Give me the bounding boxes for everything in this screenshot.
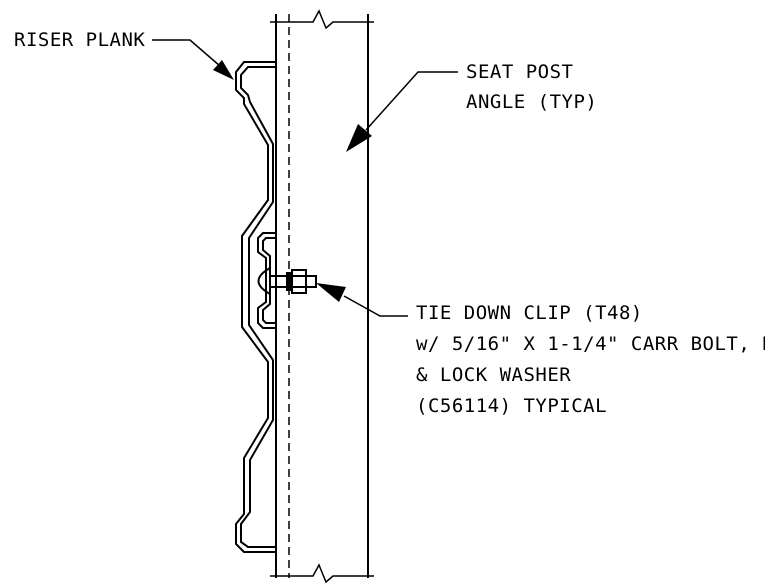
seat-post-leader-line	[365, 71, 458, 131]
seat-post-angle	[270, 9, 374, 584]
seat-post-label-line-2: ANGLE (TYP)	[466, 91, 597, 113]
carriage-bolt-head	[257, 267, 271, 295]
tie-down-label-line-1: TIE DOWN CLIP (T48)	[416, 302, 643, 324]
tie-down-clip-outer	[257, 232, 276, 329]
seat-post-top-break-line	[270, 9, 374, 30]
riser-plank-section	[235, 61, 276, 553]
seat-post-leader	[346, 71, 458, 152]
tie-down-label-line-3: & LOCK WASHER	[416, 364, 571, 386]
riser-plank-arrowhead	[213, 60, 234, 80]
hex-nut	[291, 269, 307, 294]
tie-down-label-line-2: w/ 5/16" X 1-1/4" CARR BOLT, NUT	[416, 333, 765, 355]
tie-down-label-line-4: (C56114) TYPICAL	[416, 395, 607, 417]
riser-plank-outer-profile	[235, 61, 276, 553]
seat-post-label-line-1: SEAT POST	[466, 61, 573, 83]
seat-post-arrowhead	[346, 124, 372, 152]
riser-plank-leader-line	[152, 39, 221, 67]
tie-down-leader	[316, 283, 408, 317]
riser-plank-label: RISER PLANK	[14, 29, 145, 51]
tie-down-clip-assembly	[257, 232, 317, 329]
seat-post-bottom-break-line	[270, 563, 374, 584]
tie-down-leader-line	[343, 295, 408, 317]
riser-plank-leader	[152, 39, 234, 80]
riser-plank-inner-profile	[240, 66, 276, 548]
tie-down-arrowhead	[316, 283, 346, 302]
lock-washer	[286, 272, 291, 291]
